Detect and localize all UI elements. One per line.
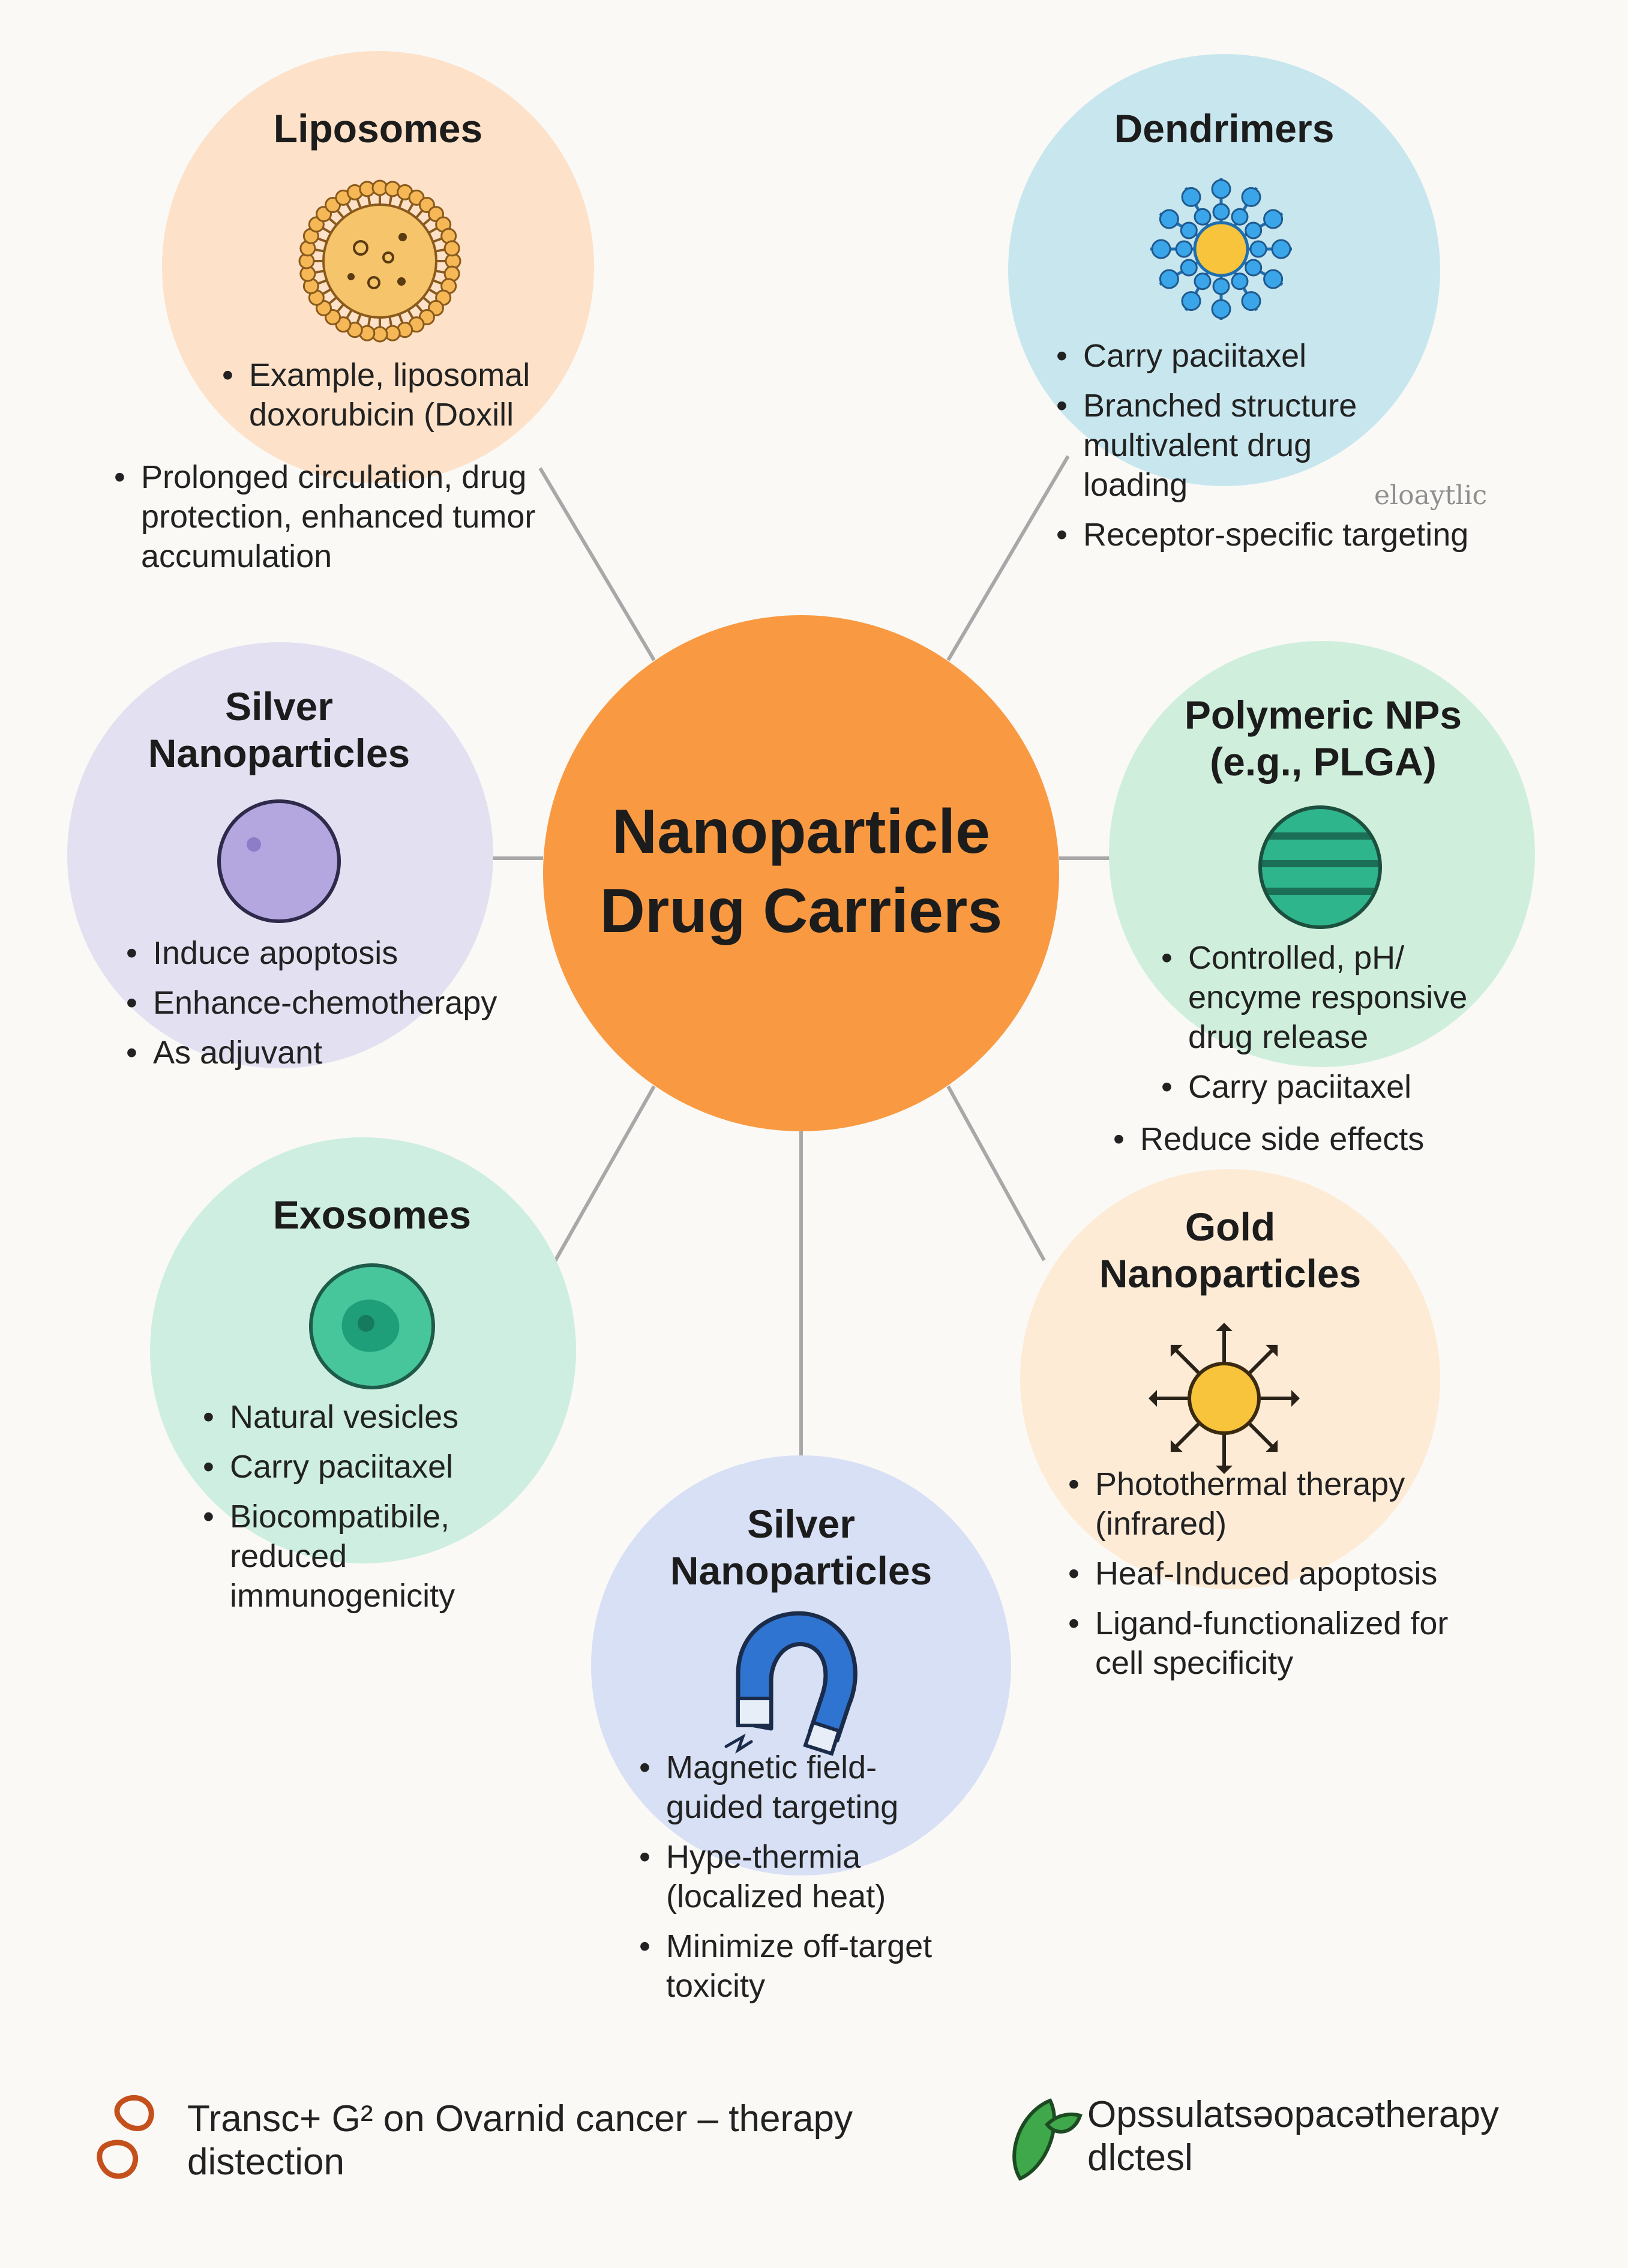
polymer-sphere-icon xyxy=(1258,805,1382,929)
silver-left-title: Silver Nanoparticles xyxy=(148,684,410,775)
gold-nanoparticle-icon xyxy=(1149,1323,1300,1474)
bullet: Carry paciitaxel xyxy=(1056,336,1512,376)
bullet: Heaf-Induced apoptosis xyxy=(1068,1554,1488,1593)
silver-bottom-title: Silver Nanoparticles xyxy=(670,1502,933,1593)
bullet: Induce apoptosis xyxy=(126,933,546,973)
connector-exosomes xyxy=(550,1085,656,1268)
bullet: As adjuvant xyxy=(126,1033,546,1072)
polymeric-title: Polymeric NPs (e.g., PLGA) xyxy=(1184,693,1462,784)
footer-right-text: Opssulatsəopacətherapy dlctesl xyxy=(1087,2094,1499,2179)
bullet: Receptor-specific targeting xyxy=(1056,515,1512,555)
exosome-icon xyxy=(309,1263,435,1389)
liposome-icon xyxy=(298,179,461,343)
polymeric-bullets-outer: Reduce side effects xyxy=(1113,1119,1473,1169)
bullet: Example, liposomal doxorubicin (Doxill xyxy=(222,355,558,435)
bullet: Branched structure multivalent drug load… xyxy=(1056,386,1395,505)
bullet: Carry paciitaxel xyxy=(203,1447,539,1487)
bullet: Enhance-chemotherapy xyxy=(126,983,546,1023)
bullet: Photothermal therapy (infrared) xyxy=(1068,1464,1455,1544)
connector-dendrimers xyxy=(946,455,1070,661)
tumor-cells-icon xyxy=(97,2095,154,2179)
bullet: Prolonged circulation, drug protection, … xyxy=(114,457,570,576)
bullet: Biocompatibile, reduced immunogenicity xyxy=(203,1497,482,1616)
liposomes-title: Liposomes xyxy=(273,106,483,151)
liposomes-bullets-outer: Prolonged circulation, drug protection, … xyxy=(114,457,570,586)
bullet: Reduce side effects xyxy=(1113,1119,1473,1159)
liposomes-bullets-inner: Example, liposomal doxorubicin (Doxill xyxy=(222,355,558,445)
watermark-text: eloaytlic xyxy=(1374,480,1488,511)
gold-bullets: Photothermal therapy (infrared) Heaf-Ind… xyxy=(1068,1464,1488,1693)
footer-left-text: Transc+ G² on Ovarnid cancer – therapy d… xyxy=(187,2098,853,2183)
bullet: Natural vesicles xyxy=(203,1397,539,1437)
bullet: Ligand-functionalized for cell specifici… xyxy=(1068,1604,1455,1683)
exosomes-title: Exosomes xyxy=(272,1193,472,1237)
silver-bottom-bullets: Magnetic field- guided targeting Hype-th… xyxy=(639,1748,999,2016)
dendrimer-icon xyxy=(1150,178,1292,320)
silver-left-bullets: Induce apoptosis Enhance-chemotherapy As… xyxy=(126,933,546,1083)
bullet: Controlled, pH/ encyme responsive drug r… xyxy=(1161,938,1497,1057)
silver-sphere-icon xyxy=(217,799,341,923)
dendrimers-bullets: Carry paciitaxel Branched structure mult… xyxy=(1056,336,1512,565)
dendrimers-title: Dendrimers xyxy=(1114,106,1335,151)
bullet: Magnetic field- guided targeting xyxy=(639,1748,930,1827)
bullet: Carry paciitaxel xyxy=(1161,1067,1497,1107)
bullet: Minimize off-target toxicity xyxy=(639,1927,948,2006)
polymeric-bullets-inner: Controlled, pH/ encyme responsive drug r… xyxy=(1161,938,1497,1117)
magnet-icon xyxy=(724,1611,858,1756)
leaf-capsule-icon xyxy=(1012,2098,1083,2181)
center-circle xyxy=(543,615,1059,1131)
gold-title: Gold Nanoparticles xyxy=(1099,1205,1362,1296)
bullet: Hype-thermia (localized heat) xyxy=(639,1837,930,1916)
connector-gold xyxy=(946,1085,1046,1262)
exosomes-bullets: Natural vesicles Carry paciitaxel Biocom… xyxy=(203,1397,539,1626)
center-title: Nanoparticle Drug Carriers xyxy=(599,797,1003,946)
